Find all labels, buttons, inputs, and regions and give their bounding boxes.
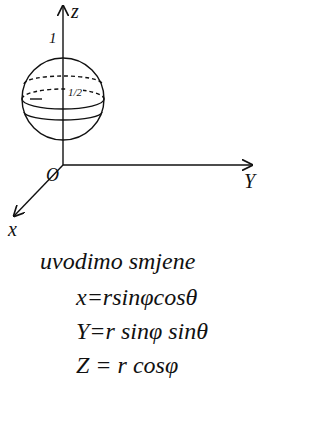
equator-front: [22, 99, 104, 109]
formula: x=rsinφcosθ: [76, 284, 197, 310]
axis-tick-label: 1: [49, 30, 57, 47]
z-axis: [62, 6, 63, 165]
formula: Y=r sinφ sinθ: [76, 318, 208, 344]
axis-label: x: [8, 218, 17, 240]
axis-label: z: [71, 0, 79, 22]
sphere-outline: [22, 58, 104, 140]
x-axis: [14, 165, 63, 216]
origin-label: O: [46, 166, 59, 186]
circle-front: [24, 112, 102, 120]
radius-mark: [30, 98, 42, 99]
height-label: 1/2: [67, 86, 83, 98]
axis-label: Y: [244, 170, 255, 192]
circle-back: [24, 76, 102, 84]
note-text: uvodimo smjene: [40, 248, 195, 274]
equator-back: [22, 89, 104, 99]
y-axis: [63, 164, 252, 165]
formula: Z = r cosφ: [76, 352, 178, 378]
